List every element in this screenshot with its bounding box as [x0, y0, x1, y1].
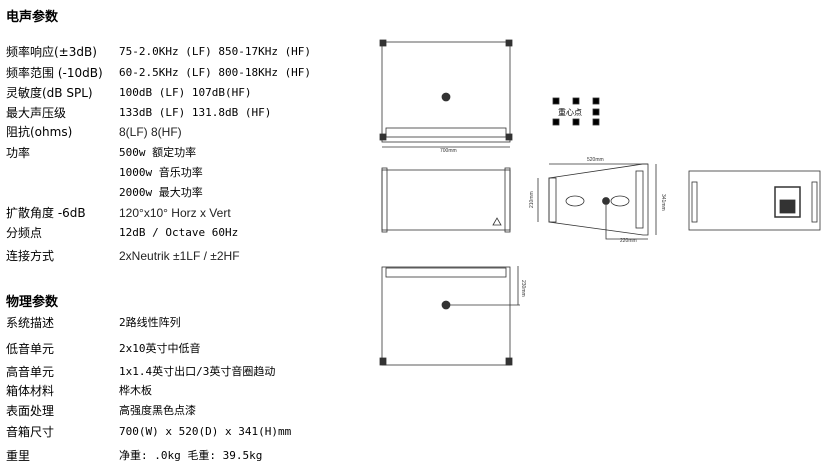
spec-label: 箱体材料 [6, 384, 55, 398]
spec-value: 2x10英寸中低音 [119, 342, 201, 355]
cog-height-dim: 230mm [520, 280, 526, 297]
spec-label: 高音单元 [6, 365, 55, 379]
rear-height-dim: 341mm [660, 194, 666, 211]
spec-label: 分频点 [6, 226, 43, 240]
front-height-dim: 210mm [529, 191, 535, 208]
center-of-gravity-legend: 重心点 [552, 97, 600, 126]
spec-value: 75-2.0KHz (LF) 850-17KHz (HF) [119, 45, 312, 58]
cog-label: 重心点 [558, 107, 582, 117]
spec-label: 扩散角度 -6dB [6, 206, 86, 220]
acoustic-title: 电声参数 [6, 10, 59, 25]
spec-value: 2xNeutrik ±1LF / ±2HF [119, 249, 240, 263]
rear-view [688, 170, 821, 231]
spec-value: 700(W) x 520(D) x 341(H)mm [119, 425, 292, 438]
cog-depth-dim: 220mm [620, 238, 637, 244]
spec-value: 2路线性阵列 [119, 316, 181, 329]
spec-value: 60-2.5KHz (LF) 800-18KHz (HF) [119, 66, 312, 79]
bottom-view: 230mm [379, 266, 526, 366]
spec-value: 12dB / Octave 60Hz [119, 226, 239, 239]
physical-title: 物理参数 [6, 295, 59, 310]
spec-label: 灵敏度(dB SPL) [6, 86, 93, 100]
spec-label: 重里 [6, 449, 31, 463]
front-view [381, 167, 511, 233]
width-dim: 700mm [440, 148, 457, 154]
spec-label: 最大声压级 [6, 106, 67, 120]
spec-value: 133dB (LF) 131.8dB (HF) [119, 106, 272, 119]
spec-value: 120°x10° Horz x Vert [119, 206, 231, 220]
spec-label: 低音单元 [6, 342, 55, 356]
spec-value: 8(LF) 8(HF) [119, 125, 182, 139]
spec-value: 桦木板 [119, 384, 152, 397]
spec-label: 频率响应(±3dB) [6, 45, 97, 59]
spec-value: 1000w 音乐功率 [119, 166, 203, 179]
spec-label: 功率 [6, 146, 31, 160]
spec-value: 500w 额定功率 [119, 146, 197, 159]
spec-value: 100dB (LF) 107dB(HF) [119, 86, 252, 99]
spec-label: 系统描述 [6, 316, 55, 330]
spec-value: 净重: .0kg 毛重: 39.5kg [119, 449, 263, 462]
spec-value: 1x1.4英寸出口/3英寸音圈趋动 [119, 365, 276, 378]
depth-dim: 520mm [587, 157, 604, 163]
side-view: 520mm 210mm 341mm 220mm [529, 157, 666, 244]
spec-label: 表面处理 [6, 404, 55, 418]
spec-value: 2000w 最大功率 [119, 186, 203, 199]
spec-value: 高强度黑色点漆 [119, 404, 196, 417]
top-view: 700mm [379, 39, 513, 154]
spec-label: 音箱尺寸 [6, 425, 55, 439]
spec-label: 连接方式 [6, 249, 55, 263]
spec-label: 频率范围 (-10dB) [6, 66, 103, 80]
spec-label: 阻抗(ohms) [6, 125, 73, 139]
